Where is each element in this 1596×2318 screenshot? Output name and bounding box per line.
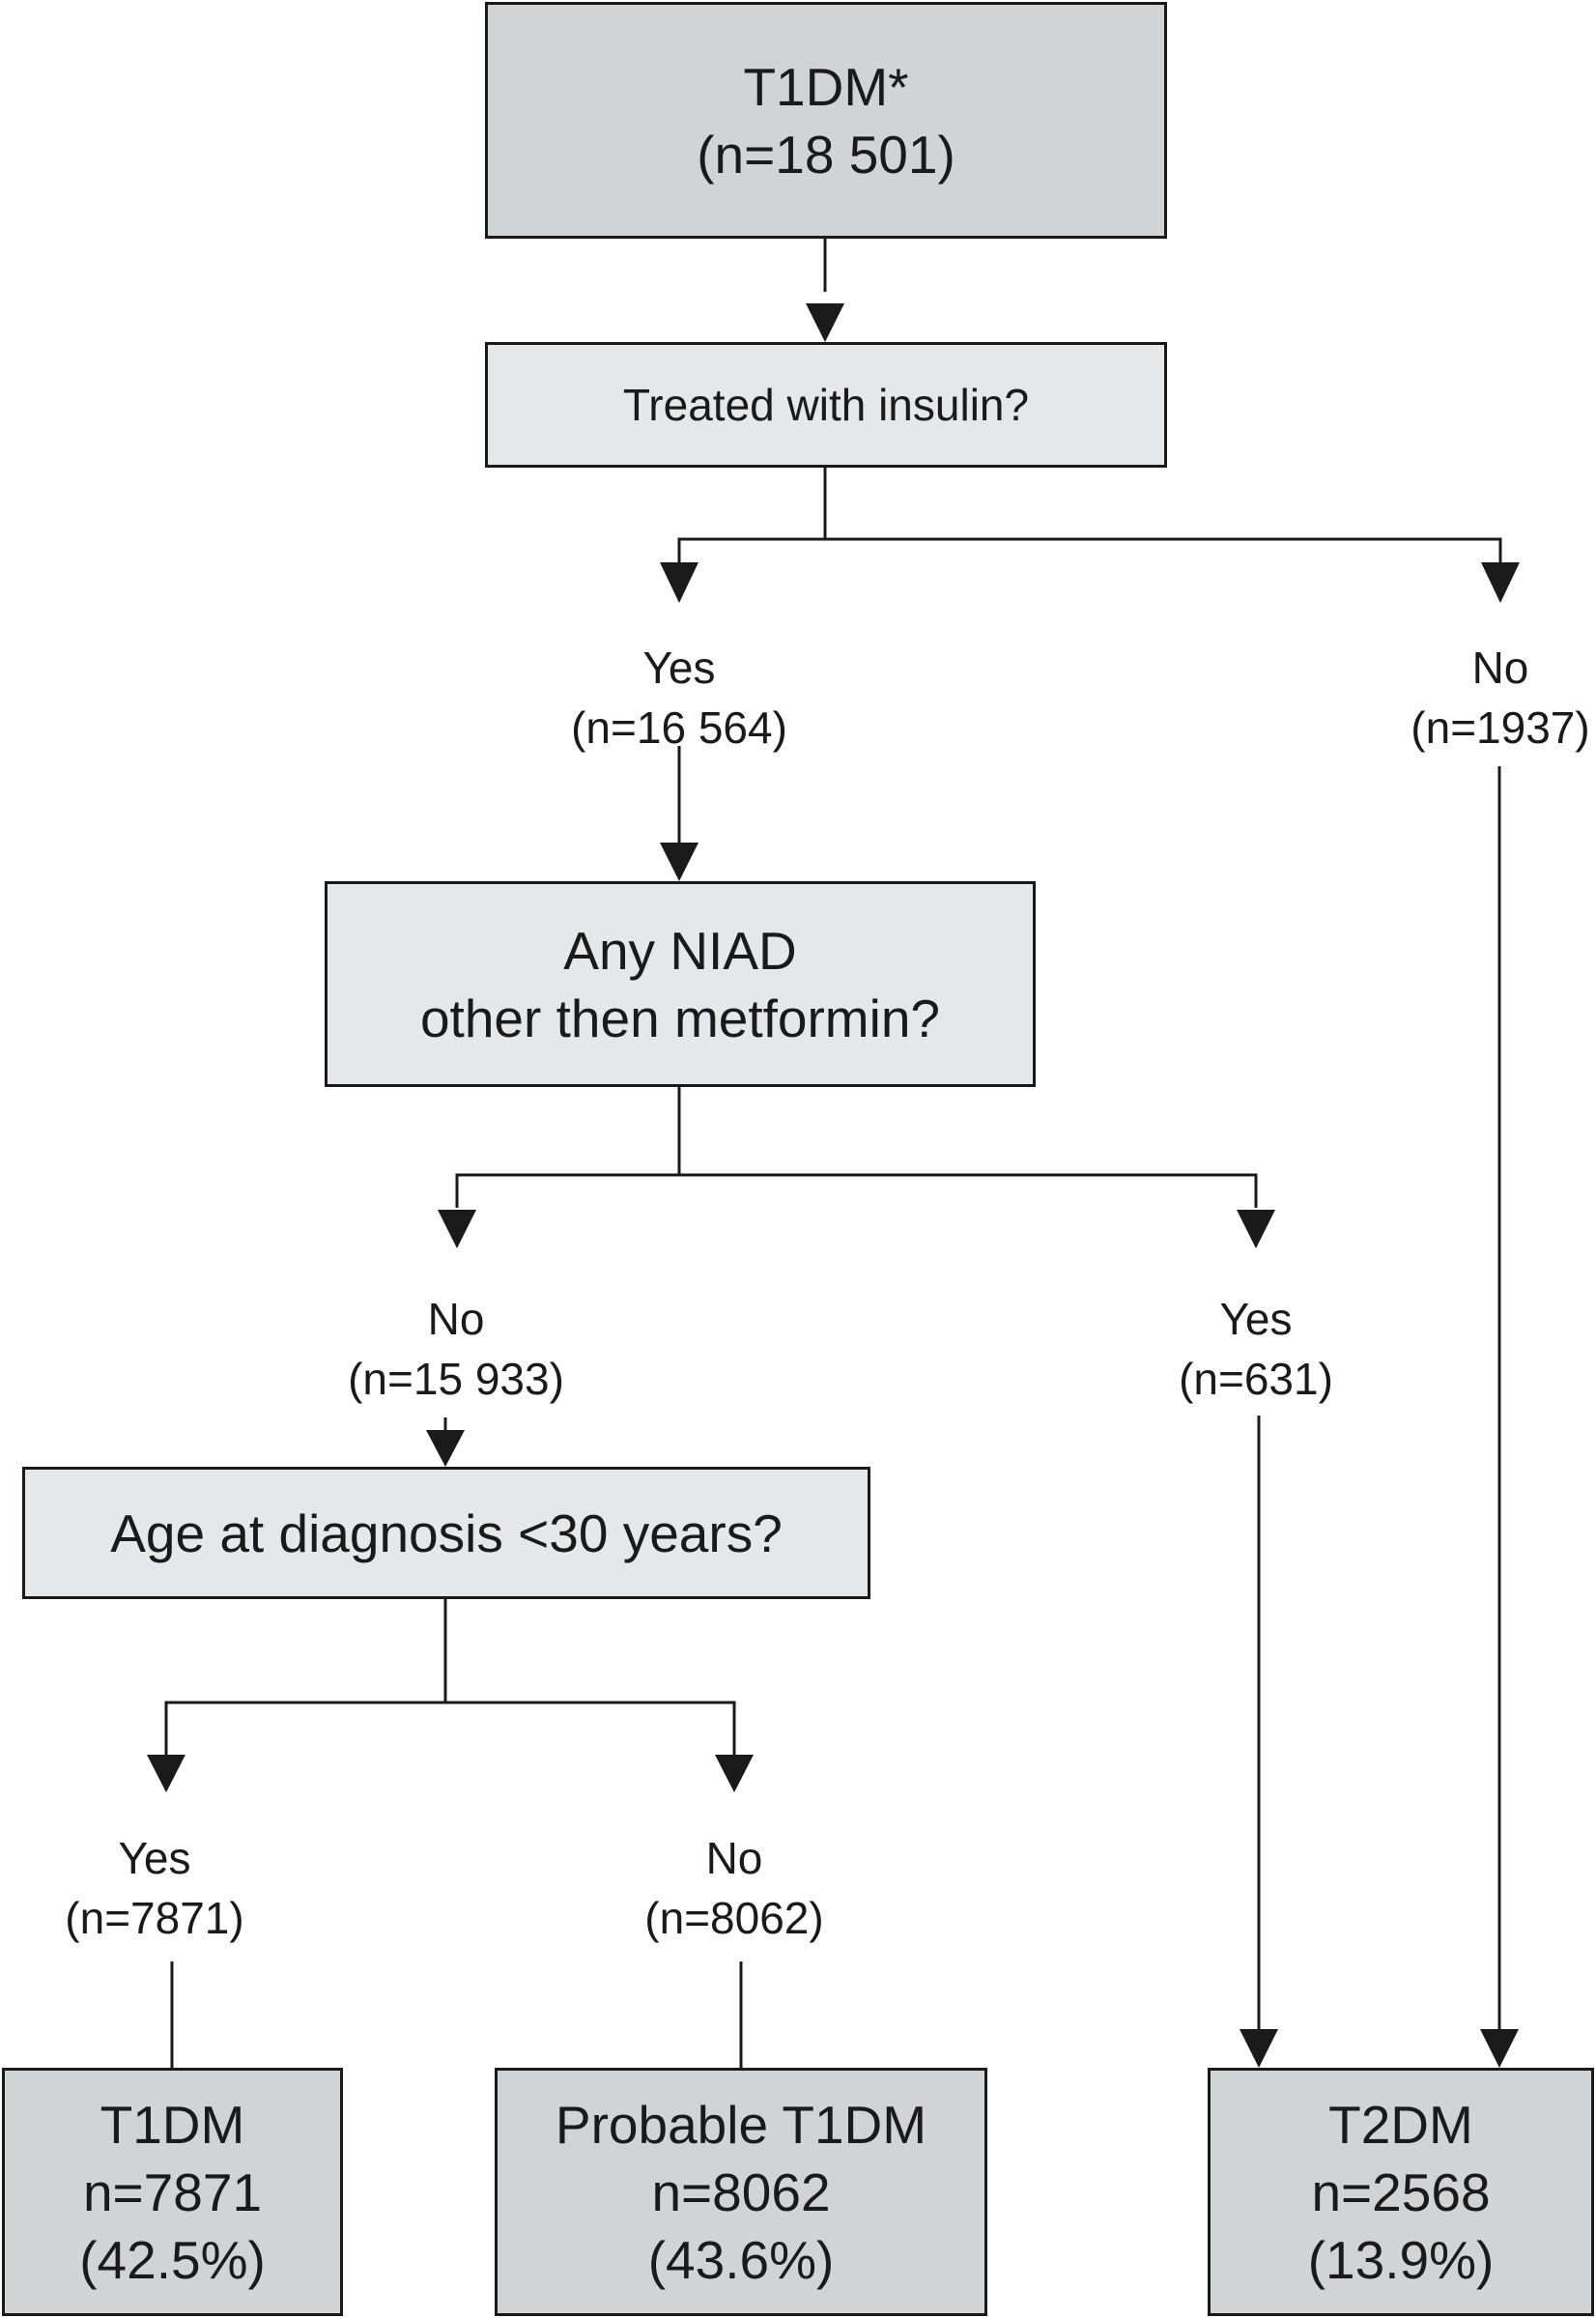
outcome-t1dm-percent: (42.5%) bbox=[79, 2229, 266, 2290]
arrowhead-to-insulin-no bbox=[1481, 562, 1520, 603]
question-niad-line1: Any NIAD bbox=[563, 920, 797, 981]
branch-age-yes-answer: Yes bbox=[118, 1833, 191, 1883]
branch-niad-yes: Yes (n=631) bbox=[1179, 1289, 1333, 1409]
connector-insulin-split bbox=[677, 468, 827, 570]
branch-niad-yes-count: (n=631) bbox=[1179, 1354, 1333, 1404]
branch-insulin-no-count: (n=1937) bbox=[1411, 702, 1590, 753]
start-node-count: (n=18 501) bbox=[697, 124, 955, 185]
connector-niad-split bbox=[455, 1087, 681, 1208]
branch-insulin-no-answer: No bbox=[1471, 643, 1529, 693]
branch-insulin-yes: Yes (n=16 564) bbox=[571, 638, 787, 758]
arrowhead-to-t2dm-left bbox=[1240, 2029, 1278, 2068]
branch-niad-no: No (n=15 933) bbox=[348, 1289, 564, 1409]
outcome-t2dm-percent: (13.9%) bbox=[1307, 2229, 1495, 2290]
outcome-t1dm-title: T1DM bbox=[100, 2094, 245, 2155]
branch-insulin-yes-answer: Yes bbox=[642, 643, 716, 693]
question-treated-with-insulin: Treated with insulin? bbox=[485, 342, 1167, 468]
outcome-probable-t1dm: Probable T1DM n=8062 (43.6%) bbox=[495, 2068, 987, 2316]
arrowhead-to-age-yes bbox=[147, 1755, 185, 1792]
branch-age-no: No (n=8062) bbox=[644, 1828, 823, 1948]
branch-insulin-no: No (n=1937) bbox=[1411, 638, 1589, 758]
branch-niad-no-answer: No bbox=[427, 1294, 485, 1344]
branch-age-yes: Yes (n=7871) bbox=[65, 1828, 243, 1948]
outcome-t2dm-count: n=2568 bbox=[1311, 2161, 1491, 2222]
question-any-niad: Any NIAD other then metformin? bbox=[325, 881, 1036, 1087]
start-node-t1dm: T1DM* (n=18 501) bbox=[485, 2, 1167, 239]
question-age-at-diagnosis: Age at diagnosis <30 years? bbox=[22, 1467, 870, 1599]
outcome-probable-title: Probable T1DM bbox=[555, 2094, 927, 2155]
outcome-t2dm-title: T2DM bbox=[1328, 2094, 1473, 2155]
question-insulin-text: Treated with insulin? bbox=[622, 380, 1030, 430]
connector-niad-to-yes bbox=[679, 1173, 1258, 1208]
connector-insulin-to-no bbox=[825, 537, 1502, 570]
question-niad-line2: other then metformin? bbox=[419, 987, 941, 1048]
connector-age-to-no bbox=[445, 1701, 736, 1756]
arrowhead-to-niad bbox=[660, 843, 698, 881]
arrowhead-to-age-no bbox=[715, 1755, 754, 1792]
question-age-text: Age at diagnosis <30 years? bbox=[110, 1502, 783, 1563]
outcome-probable-count: n=8062 bbox=[651, 2161, 831, 2222]
outcome-t2dm: T2DM n=2568 (13.9%) bbox=[1208, 2068, 1594, 2316]
branch-niad-yes-answer: Yes bbox=[1219, 1294, 1293, 1344]
arrowhead-to-insulin-yes bbox=[660, 562, 698, 603]
start-node-title: T1DM* bbox=[743, 56, 909, 117]
outcome-probable-percent: (43.6%) bbox=[647, 2229, 835, 2290]
branch-insulin-yes-count: (n=16 564) bbox=[571, 702, 787, 753]
connector-age-split bbox=[164, 1599, 447, 1756]
outcome-t1dm-count: n=7871 bbox=[82, 2161, 263, 2222]
arrowhead-to-niad-yes bbox=[1237, 1210, 1275, 1248]
branch-age-no-count: (n=8062) bbox=[644, 1893, 824, 1943]
arrowhead-to-niad-no bbox=[438, 1210, 476, 1248]
branch-age-no-answer: No bbox=[705, 1833, 763, 1883]
arrowhead-to-age bbox=[426, 1430, 465, 1467]
branch-age-yes-count: (n=7871) bbox=[65, 1893, 244, 1943]
arrowhead-to-t2dm-right bbox=[1480, 2029, 1519, 2068]
branch-niad-no-count: (n=15 933) bbox=[348, 1354, 564, 1404]
arrowhead-to-insulin bbox=[806, 303, 844, 342]
outcome-t1dm: T1DM n=7871 (42.5%) bbox=[2, 2068, 343, 2316]
